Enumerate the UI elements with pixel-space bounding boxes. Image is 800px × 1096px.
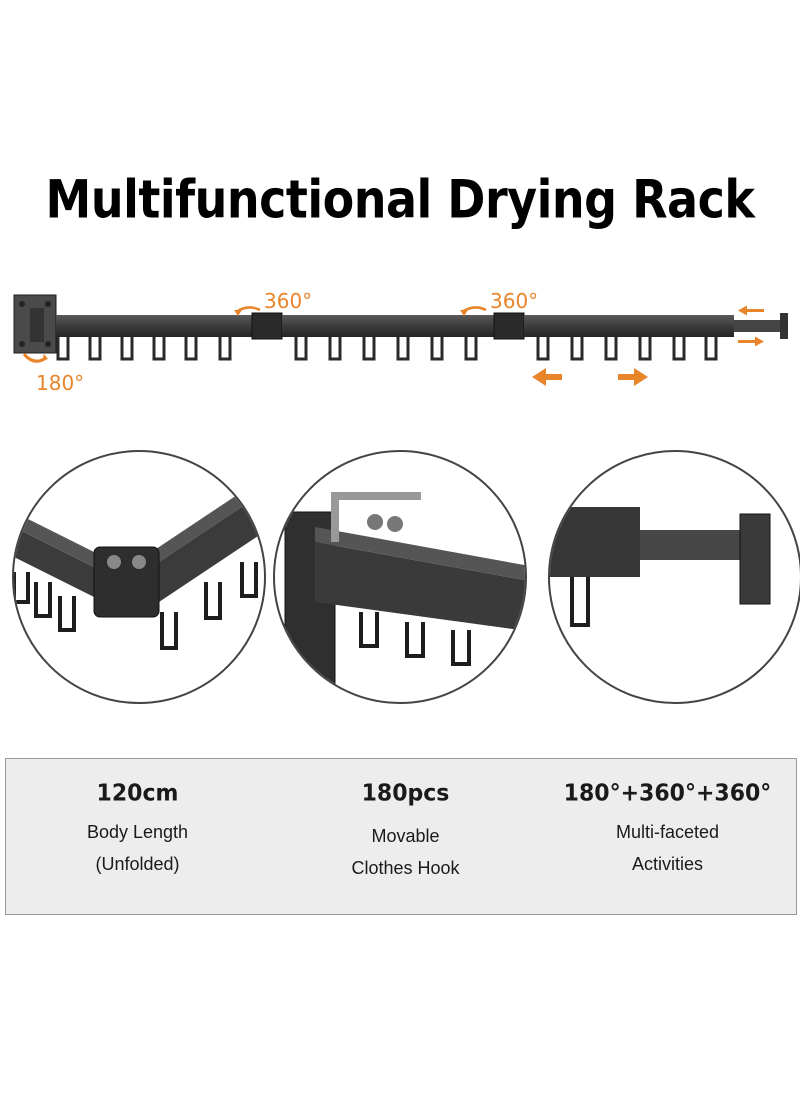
rack-segment-2 xyxy=(282,315,494,337)
extension-rod xyxy=(734,320,782,332)
spec-rotation: 180°+360°+360° Multi-faceted Activities xyxy=(536,759,799,880)
detail-extension-end-closeup xyxy=(548,450,800,704)
spec-length-label-line2: (Unfolded) xyxy=(95,854,180,874)
spec-hooks-label-line1: Movable xyxy=(371,826,440,846)
wall-mount-plate xyxy=(13,294,57,354)
spec-length: 120cm Body Length (Unfolded) xyxy=(6,759,269,880)
spec-rotation-label-line2: Activities xyxy=(631,854,703,874)
rack-segment-3 xyxy=(524,315,734,337)
rack-joint-2 xyxy=(493,312,525,340)
rotation-label-joint-1: 360° xyxy=(264,289,312,313)
detail-wall-hinge-closeup xyxy=(273,450,527,704)
spec-rotation-value: 180°+360°+360° xyxy=(563,780,772,807)
spec-hooks: 180pcs Movable Clothes Hook xyxy=(274,759,537,884)
hook-row xyxy=(56,337,718,361)
rack-overview-illustration: 180° 360° 360° xyxy=(13,289,788,395)
rotation-label-base: 180° xyxy=(36,371,84,395)
spec-length-label-line1: Body Length xyxy=(86,822,189,842)
specifications-panel: 120cm Body Length (Unfolded) 180pcs Mova… xyxy=(5,758,797,915)
detail-joint-closeup xyxy=(12,450,266,704)
extend-arrow-icon xyxy=(738,305,764,347)
spec-length-value: 120cm xyxy=(96,780,179,807)
spec-rotation-label-line1: Multi-faceted xyxy=(615,822,720,842)
spec-hooks-value: 180pcs xyxy=(361,780,450,807)
extension-end-cap xyxy=(780,313,788,339)
rack-segment-1 xyxy=(56,315,252,337)
rack-joint-1 xyxy=(251,312,283,340)
rotation-label-joint-2: 360° xyxy=(490,289,538,313)
page-title: Multifunctional Drying Rack xyxy=(45,167,755,231)
spec-hooks-label-line2: Clothes Hook xyxy=(351,858,460,878)
slide-arrow-icon xyxy=(532,368,648,386)
